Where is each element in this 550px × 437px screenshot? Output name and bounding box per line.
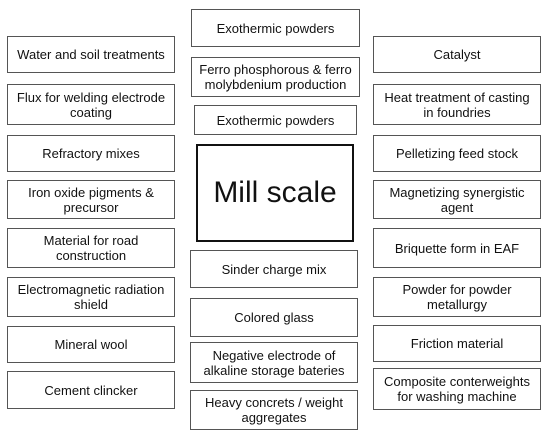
application-box-mineral-wool: Mineral wool [7,326,175,363]
application-label: Ferro phosphorous & ferro molybdenium pr… [199,62,352,92]
application-box-briquette: Briquette form in EAF [373,228,541,268]
application-box-iron-oxide: Iron oxide pigments & precursor [7,180,175,219]
application-label: Cement clincker [44,382,138,398]
application-box-water-soil: Water and soil treatments [7,36,175,73]
application-box-pelletizing: Pelletizing feed stock [373,135,541,172]
application-label: Magnetizing synergistic agent [389,184,525,215]
application-box-powder-metallurgy: Powder for powder metallurgy [373,277,541,317]
application-box-heat-treatment: Heat treatment of casting in foundries [373,84,541,125]
application-box-counterweights: Composite conterweights for washing mach… [373,368,541,410]
application-label: Heat treatment of casting in foundries [384,89,530,120]
application-label: Material for road construction [43,233,139,263]
application-label: Flux for welding electrode coating [16,89,166,120]
application-box-em-shield: Electromagnetic radiation shield [7,277,175,317]
application-label: Briquette form in EAF [394,240,520,256]
application-box-cement: Cement clincker [7,371,175,409]
application-box-welding-flux: Flux for welding electrode coating [7,84,175,125]
application-box-refractory: Refractory mixes [7,135,175,172]
application-label: Negative electrode of alkaline storage b… [203,347,345,378]
application-label: Heavy concrets / weight aggregates [204,395,343,425]
application-box-ferro-production: Ferro phosphorous & ferro molybdenium pr… [191,57,360,97]
application-label: Iron oxide pigments & precursor [28,184,154,215]
application-label: Electromagnetic radiation shield [17,282,165,312]
application-box-colored-glass: Colored glass [190,298,358,337]
application-box-exothermic-2: Exothermic powders [194,105,357,135]
application-box-road: Material for road construction [7,228,175,268]
application-box-negative-electrode: Negative electrode of alkaline storage b… [190,342,358,383]
application-label: Composite conterweights for washing mach… [384,374,530,404]
application-label: Mineral wool [54,337,128,352]
application-label: Water and soil treatments [17,47,165,62]
application-label: Exothermic powders [216,20,335,36]
application-label: Sinder charge mix [221,261,327,277]
application-label: Refractory mixes [42,146,140,161]
application-box-friction: Friction material [373,325,541,362]
application-box-exothermic-1: Exothermic powders [191,9,360,47]
application-box-catalyst: Catalyst [373,36,541,73]
application-label: Pelletizing feed stock [395,146,519,161]
application-label: Catalyst [433,47,481,62]
application-label: Friction material [410,336,504,351]
center-box-mill-scale: Mill scale [196,144,354,242]
application-label: Colored glass [234,310,314,325]
application-box-sinder: Sinder charge mix [190,250,358,288]
application-label: Powder for powder metallurgy [402,282,512,312]
application-label: Exothermic powders [216,112,335,128]
application-box-magnetizing: Magnetizing synergistic agent [373,180,541,219]
application-box-heavy-concrete: Heavy concrets / weight aggregates [190,390,358,430]
center-label: Mill scale [213,176,337,209]
